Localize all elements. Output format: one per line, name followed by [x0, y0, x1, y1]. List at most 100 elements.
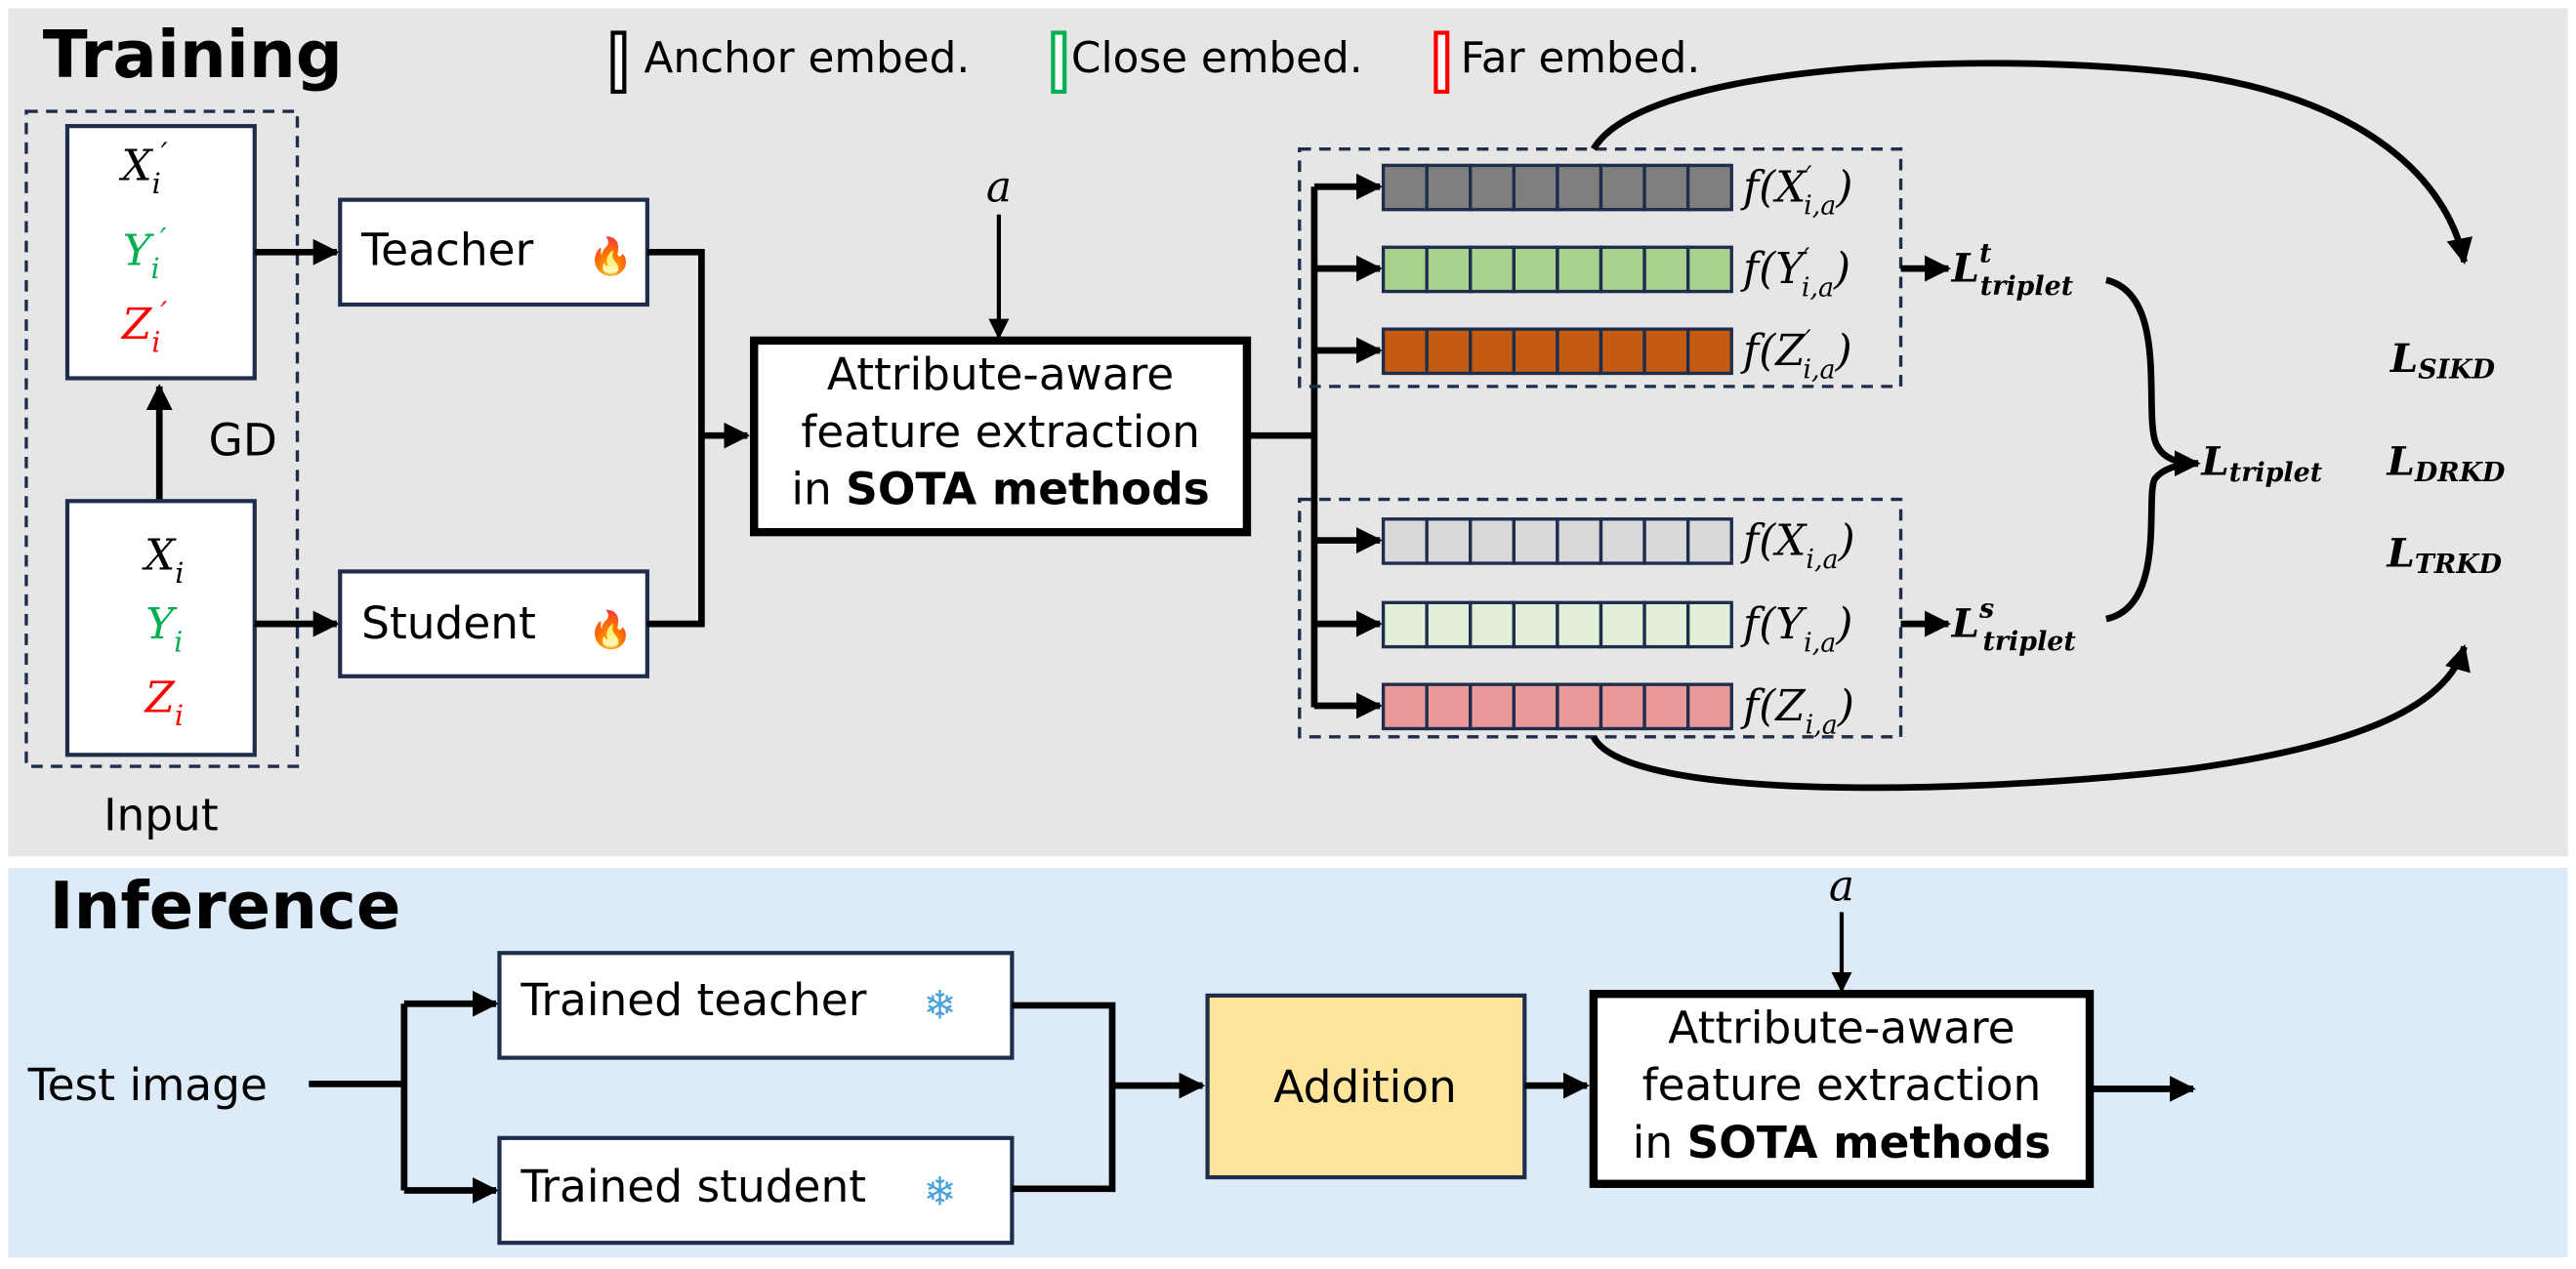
embedding-cell [1425, 517, 1473, 565]
original-y-symbol: Yi [145, 599, 183, 658]
embedding-cell [1512, 163, 1559, 212]
embedding-cell [1425, 600, 1473, 649]
embedding-label: f(Xi,a) [1740, 516, 1855, 575]
embedding-cell [1556, 327, 1603, 376]
embedding-label: f(Z′i,a) [1740, 325, 1852, 385]
student-embeddings: f(Xi,a) f(Yi,a) f(Zi,a) [1313, 516, 1855, 740]
embedding-cell [1556, 163, 1603, 212]
trained-student-box [497, 1135, 1015, 1246]
embedding-row: f(Y′i,a) [1313, 243, 1850, 304]
fire-icon: 🔥 [588, 609, 633, 651]
student-triplet-merge-curve [2104, 460, 2199, 623]
student-kd-curve [1590, 644, 2471, 792]
legend-label-far: Far embed. [1461, 33, 1701, 83]
inference-title: Inference [49, 868, 400, 944]
original-x-symbol: Xi [142, 531, 184, 590]
embedding-cell [1556, 245, 1603, 294]
legend-label-anchor: Anchor embed. [644, 33, 971, 83]
far-swatch [1433, 30, 1450, 95]
inference-extractor-line-1: Attribute-aware [1668, 1003, 2015, 1054]
augmented-y-symbol: Yi′ [123, 223, 167, 285]
snowflake-icon: ❄ [924, 1170, 957, 1214]
anchor-swatch [610, 30, 627, 95]
input-group-border [24, 109, 300, 768]
embedding-cell [1642, 163, 1690, 212]
embedding-cell [1556, 600, 1603, 649]
trained-teacher-box [497, 951, 1015, 1060]
training-panel: Training Anchor embed. Close embed. Far … [8, 8, 2568, 857]
original-input-box [64, 499, 257, 757]
embedding-row: f(X′i,a) [1313, 162, 1852, 222]
embedding-cell [1642, 682, 1690, 731]
trkd-loss: LTRKD [2387, 529, 2503, 580]
inference-merge-connector [1012, 1002, 1116, 1193]
embedding-label: f(Zi,a) [1740, 681, 1854, 740]
embedding-cell [1599, 600, 1646, 649]
embedding-cell [1469, 245, 1517, 294]
teacher-label: Teacher [360, 225, 534, 276]
embedding-cell [1381, 517, 1429, 565]
student-embedding-group [1298, 497, 1903, 739]
gd-label: GD [209, 414, 277, 466]
embedding-cell [1685, 682, 1733, 731]
close-swatch [1051, 30, 1067, 95]
embedding-cell [1642, 327, 1690, 376]
embedding-cell [1425, 245, 1473, 294]
drkd-loss: LDRKD [2387, 438, 2506, 489]
augmented-input-box [64, 124, 257, 381]
embedding-row: f(Yi,a) [1313, 599, 1852, 659]
teacher-box [338, 197, 649, 307]
embedding-cell [1685, 517, 1733, 565]
embedding-cell [1512, 600, 1559, 649]
embedding-cell [1512, 682, 1559, 731]
embedding-cell [1469, 600, 1517, 649]
training-title: Training [43, 17, 343, 93]
extractor-line-2: feature extraction [801, 406, 1200, 458]
legend-item-close: Close embed. [1051, 30, 1363, 95]
augmented-x-symbol: Xi′ [118, 138, 167, 200]
embedding-row: f(Z′i,a) [1313, 325, 1852, 385]
test-image-label: Test image [27, 1059, 268, 1111]
original-input-symbols: Xi Yi Zi [142, 531, 184, 732]
embedding-row: f(Xi,a) [1313, 516, 1855, 575]
triplet-loss: Ltriplet [2200, 438, 2322, 489]
embedding-cell [1381, 245, 1429, 294]
trained-teacher-label: Trained teacher [519, 974, 866, 1026]
embedding-cell [1642, 245, 1690, 294]
inference-extractor-line-3: in SOTA methods [1633, 1117, 2051, 1168]
embedding-cell [1425, 327, 1473, 376]
embedding-label: f(Y′i,a) [1740, 243, 1850, 303]
student-label: Student [361, 597, 536, 649]
embedding-cell [1381, 600, 1429, 649]
embedding-cell [1512, 517, 1559, 565]
legend: Anchor embed. Close embed. Far embed. [610, 30, 1701, 95]
embedding-cell [1469, 163, 1517, 212]
embedding-cell [1381, 163, 1429, 212]
augmented-input-symbols: Xi′ Yi′ Zi′ [118, 138, 167, 359]
legend-item-far: Far embed. [1433, 30, 1701, 95]
inference-extractor-line-2: feature extraction [1642, 1059, 2042, 1111]
embedding-cell [1381, 682, 1429, 731]
embedding-cell [1425, 682, 1473, 731]
embedding-cell [1512, 245, 1559, 294]
snowflake-icon: ❄ [924, 983, 957, 1027]
embedding-cell [1469, 682, 1517, 731]
addition-label: Addition [1273, 1061, 1457, 1113]
embedding-cell [1469, 517, 1517, 565]
legend-label-close: Close embed. [1071, 33, 1363, 83]
teacher-embeddings: f(X′i,a) f(Y′i,a) f(Z′i,a) [1313, 162, 1852, 385]
embedding-cell [1642, 517, 1690, 565]
embedding-row: f(Zi,a) [1313, 681, 1854, 740]
extractor-line-3: in SOTA methods [791, 464, 1209, 515]
extractor-line-1: Attribute-aware [827, 348, 1174, 400]
inference-attribute-a-label: a [1829, 862, 1854, 912]
teacher-triplet-merge-curve [2104, 276, 2201, 477]
embedding-cell [1599, 517, 1646, 565]
input-caption: Input [104, 790, 219, 841]
original-z-symbol: Zi [143, 674, 184, 732]
attribute-a-label: a [986, 162, 1012, 212]
embedding-cell [1556, 517, 1603, 565]
embedding-label: f(X′i,a) [1740, 162, 1852, 222]
